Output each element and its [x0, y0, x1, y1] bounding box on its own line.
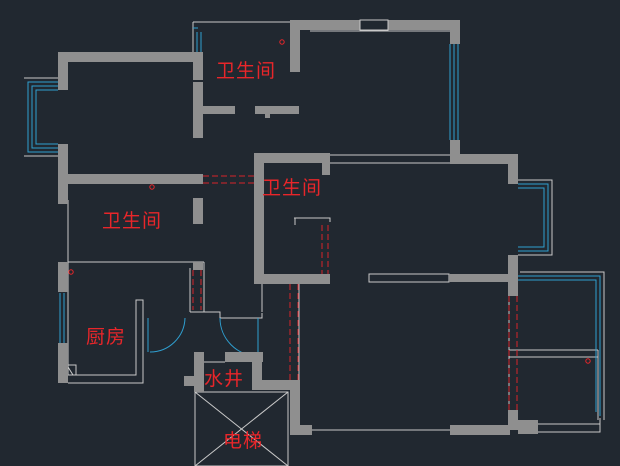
room-label-bathroom-center: 卫生间 [262, 177, 323, 199]
dashed-lines [192, 175, 518, 410]
drain-markers [68, 39, 591, 364]
room-label-kitchen: 厨房 [86, 326, 127, 348]
room-label-water-shaft: 水井 [204, 368, 245, 390]
windows [27, 27, 601, 416]
room-label-bathroom-top: 卫生间 [216, 60, 277, 82]
wall-stubs [203, 19, 389, 118]
room-label-bathroom-left: 卫生间 [102, 210, 163, 232]
walls [58, 20, 538, 435]
room-label-elevator: 电梯 [223, 430, 264, 452]
